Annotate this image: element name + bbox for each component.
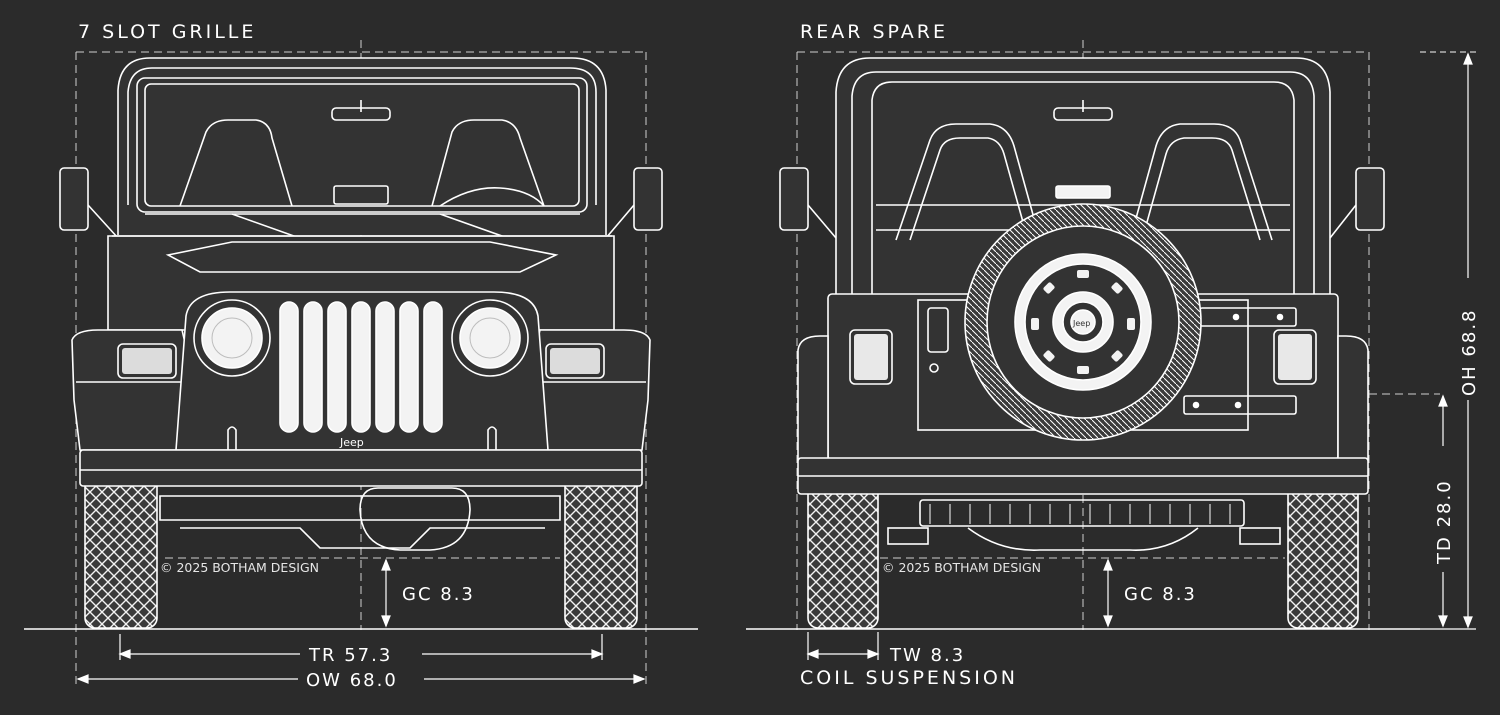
front-left-headlight bbox=[193, 299, 271, 377]
front-right-headlight bbox=[451, 299, 529, 377]
rear-right-tail-light bbox=[1273, 329, 1317, 385]
rear-gc-dimension bbox=[1103, 558, 1113, 628]
front-bumper bbox=[79, 449, 643, 487]
front-seat-right bbox=[431, 119, 545, 207]
front-side-mirrors bbox=[59, 167, 663, 239]
front-tr-dimension bbox=[118, 634, 604, 660]
rear-undercarriage bbox=[887, 499, 1281, 551]
rear-spare-badge: Jeep bbox=[1072, 319, 1090, 328]
rear-side-mirrors bbox=[779, 167, 1385, 239]
rear-copyright: © 2025 BOTHAM DESIGN bbox=[882, 560, 1041, 575]
front-view: 7 SLOT GRILLE bbox=[24, 21, 698, 691]
front-ow-label: OW 68.0 bbox=[306, 670, 398, 691]
rear-td-dimension bbox=[1438, 394, 1448, 628]
front-windshield bbox=[136, 77, 588, 213]
rear-third-brake-light bbox=[1055, 185, 1111, 199]
rear-view: REAR SPARE bbox=[746, 21, 1480, 689]
rear-roll-cage bbox=[835, 57, 1331, 300]
rear-td-label: TD 28.0 bbox=[1434, 479, 1455, 565]
front-right-turn-signal bbox=[545, 343, 605, 379]
rear-title: REAR SPARE bbox=[800, 21, 948, 43]
rear-gc-label: GC 8.3 bbox=[1124, 584, 1197, 605]
front-seat-left bbox=[179, 119, 293, 207]
front-tr-label: TR 57.3 bbox=[308, 645, 392, 666]
front-grille-slots bbox=[279, 301, 443, 433]
front-left-turn-signal bbox=[117, 343, 177, 379]
rear-tires bbox=[807, 469, 1359, 629]
rear-seat-left bbox=[895, 123, 1041, 241]
front-grille-badge: Jeep bbox=[339, 436, 364, 449]
front-copyright: © 2025 BOTHAM DESIGN bbox=[160, 560, 319, 575]
front-rearview-mirror bbox=[331, 107, 391, 121]
rear-oh-dimension bbox=[1420, 51, 1476, 630]
front-ow-dimension bbox=[76, 674, 646, 684]
front-roof bbox=[117, 57, 607, 235]
rear-tw-dimension bbox=[806, 632, 880, 660]
rear-left-tail-light bbox=[849, 329, 893, 385]
rear-spare-tire: Jeep bbox=[964, 203, 1202, 441]
rear-wheel-slots bbox=[1031, 270, 1135, 374]
front-gc-dimension bbox=[381, 558, 391, 628]
rear-tw-label: TW 8.3 bbox=[889, 645, 965, 666]
rear-seat-right bbox=[1129, 123, 1273, 241]
front-title: 7 SLOT GRILLE bbox=[78, 21, 256, 43]
rear-rearview-mirror bbox=[1053, 107, 1113, 121]
rear-hinge-lower bbox=[1183, 395, 1297, 415]
rear-oh-label: OH 68.8 bbox=[1459, 308, 1480, 396]
front-undercarriage bbox=[159, 487, 561, 551]
rear-suspension-note: COIL SUSPENSION bbox=[800, 667, 1018, 689]
front-gc-label: GC 8.3 bbox=[402, 584, 475, 605]
